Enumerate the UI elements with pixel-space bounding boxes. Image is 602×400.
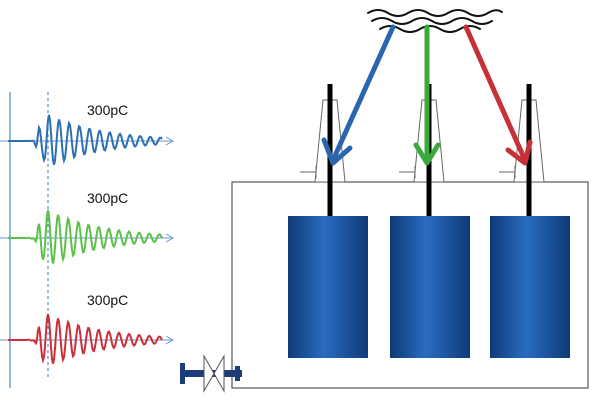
baseline-1-arrowhead: [165, 136, 175, 146]
winding-cylinder-2: [390, 216, 470, 358]
winding-cylinder-3: [490, 216, 570, 358]
bushings: [300, 99, 545, 183]
waveform-panel: [0, 92, 175, 388]
partial-discharge-source-icon: [367, 9, 503, 33]
valve-body: [203, 354, 225, 393]
signal-arrows: [321, 24, 533, 166]
waveform-3-label: 300pC: [87, 292, 129, 308]
arrow-blue-head: [321, 137, 353, 166]
windings: [288, 216, 570, 358]
valve-flange-right: [235, 366, 240, 381]
waveform-3: [8, 313, 163, 365]
baseline-2-arrowhead: [165, 233, 175, 243]
valve-icon: [180, 354, 242, 393]
arrow-red-head: [505, 139, 533, 166]
arrow-blue-shaft: [331, 24, 396, 161]
arrow-green-head: [413, 142, 441, 166]
waveform-2-label: 300pC: [87, 190, 129, 206]
waveform-2: [8, 209, 163, 264]
baseline-3-arrowhead: [165, 335, 175, 345]
arrow-red-shaft: [463, 24, 527, 161]
waveform-1-label: 300pC: [87, 102, 129, 118]
winding-cylinder-1: [288, 216, 368, 358]
waveform-1: [8, 114, 163, 165]
valve-flange-left: [180, 363, 185, 384]
